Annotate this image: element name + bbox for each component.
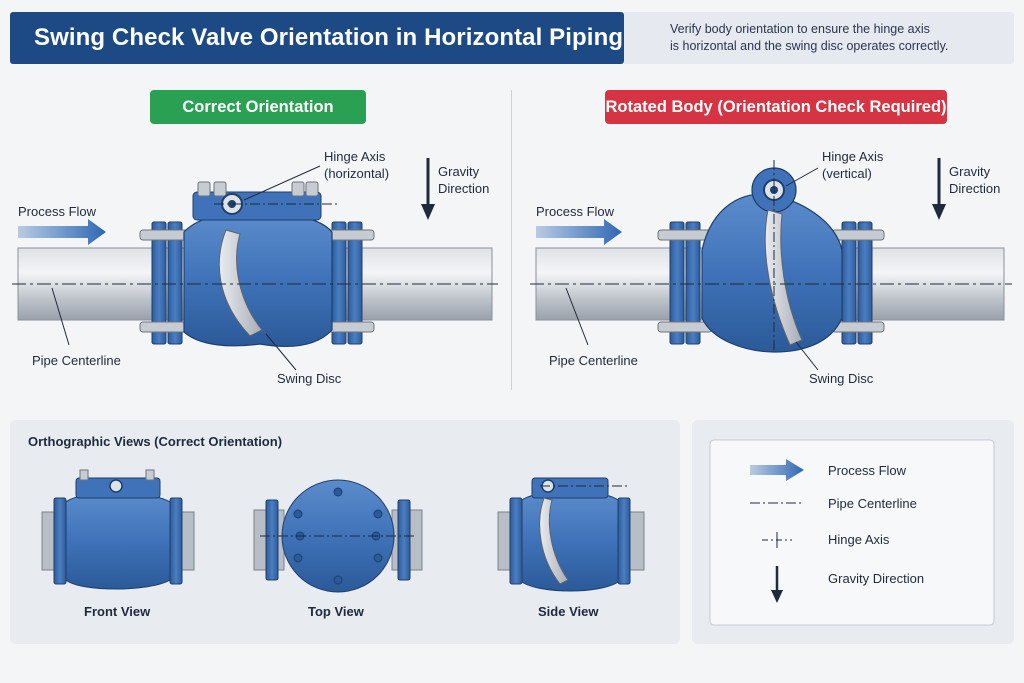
side-view-label: Side View — [538, 604, 599, 619]
process-flow-arrow — [18, 219, 106, 245]
panel-divider — [511, 90, 512, 390]
flange-left-inner — [167, 221, 183, 345]
gravity-label: Gravity — [438, 164, 480, 179]
front-view-label: Front View — [84, 604, 151, 619]
front-view-drawing — [41, 469, 195, 590]
rotated-body-badge: Rotated Body (Orientation Check Required… — [605, 90, 947, 124]
flange-left-outer — [151, 221, 167, 345]
hinge-axis-sublabel: (horizontal) — [324, 166, 390, 181]
ortho-views-title: Orthographic Views (Correct Orientation) — [28, 434, 283, 449]
gravity-arrow-head-right — [932, 204, 946, 220]
process-flow-arrow-right — [536, 219, 622, 245]
legend-hinge-axis: Hinge Axis — [828, 532, 890, 547]
process-flow-label-right: Process Flow — [536, 204, 615, 219]
centerline-leader — [51, 287, 70, 346]
legend-process-flow: Process Flow — [828, 463, 907, 478]
gravity-direction-label-right: Direction — [949, 181, 1001, 196]
hinge-axis-label: Hinge Axis — [324, 149, 386, 164]
rotated-valve-assembly — [530, 158, 1012, 371]
legend-blue-arrow-icon — [750, 459, 804, 481]
swing-disc-label: Swing Disc — [277, 371, 342, 386]
legend-gravity-direction: Gravity Direction — [828, 571, 925, 586]
page-title: Swing Check Valve Orientation in Horizon… — [34, 24, 624, 51]
gravity-label-right: Gravity — [949, 164, 991, 179]
title-bar: Swing Check Valve Orientation in Horizon… — [10, 12, 624, 64]
hinge-axis-sublabel-right: (vertical) — [822, 166, 872, 181]
correct-orientation-badge: Correct Orientation — [150, 90, 366, 124]
rotated-swing-disc — [764, 209, 803, 346]
legend-icons — [750, 459, 804, 603]
top-view-drawing — [253, 479, 423, 593]
hinge-axis-leader — [243, 165, 321, 201]
hinge-axis-label-right: Hinge Axis — [822, 149, 884, 164]
verification-note: Verify body orientation to ensure the hi… — [624, 12, 1014, 64]
legend-pipe-centerline: Pipe Centerline — [828, 496, 917, 511]
swing-disc — [218, 229, 263, 337]
swing-disc-leader — [265, 333, 297, 371]
pipe-centerline-label-right: Pipe Centerline — [549, 353, 638, 368]
note-line-1: Verify body orientation to ensure the hi… — [670, 22, 930, 36]
swing-disc-label-right: Swing Disc — [809, 371, 874, 386]
top-view-label: Top View — [308, 604, 364, 619]
side-view-drawing — [497, 477, 645, 592]
gravity-arrow-head — [421, 204, 435, 220]
pipe-centerline-label: Pipe Centerline — [32, 353, 121, 368]
legend-box-bg — [709, 439, 995, 626]
flange-right-outer — [347, 221, 363, 345]
flange-bolts — [139, 229, 375, 333]
process-flow-label: Process Flow — [18, 204, 97, 219]
note-line-2: is horizontal and the swing disc operate… — [670, 39, 949, 53]
gravity-direction-label: Direction — [438, 181, 490, 196]
correct-valve-assembly — [12, 158, 498, 371]
